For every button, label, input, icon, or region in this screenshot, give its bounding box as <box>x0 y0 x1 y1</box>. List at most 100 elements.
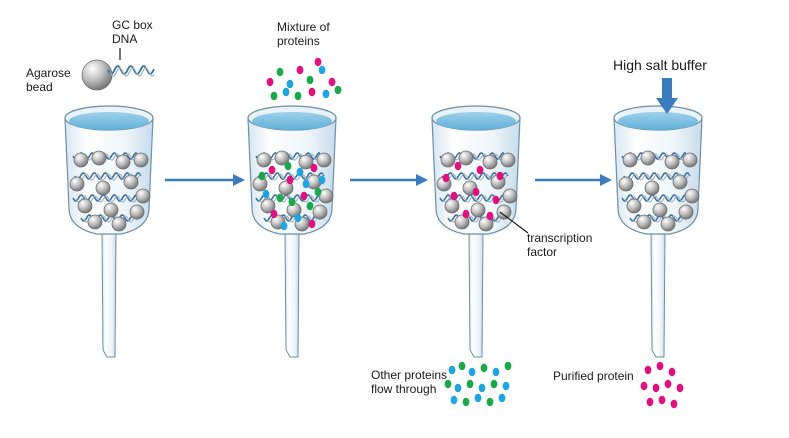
agarose-bead <box>123 174 139 190</box>
protein-dot <box>282 87 290 97</box>
agarose-bead <box>482 154 498 170</box>
agarose-bead <box>478 216 494 232</box>
high-salt-arrow-icon <box>656 78 678 114</box>
protein-dot <box>640 381 648 391</box>
agarose-bead <box>103 202 119 218</box>
protein-dot <box>318 175 326 185</box>
agarose-bead <box>636 214 652 230</box>
column-4 <box>613 105 703 358</box>
agarose-bead <box>298 154 314 170</box>
protein-dot <box>490 379 498 389</box>
protein-dot <box>276 193 284 203</box>
purified-protein-dots <box>640 361 684 409</box>
protein-dot <box>296 167 304 177</box>
agarose-bead <box>91 150 107 166</box>
agarose-bead <box>644 180 660 196</box>
agarose-bead <box>274 150 290 166</box>
agarose-bead <box>678 204 694 220</box>
gc-box-dna-icon <box>107 65 155 77</box>
column-1 <box>64 105 154 358</box>
protein-dot <box>478 383 486 393</box>
agarose-bead <box>69 176 85 192</box>
purified-protein-label: Purified protein <box>553 369 634 383</box>
protein-dot <box>276 67 284 77</box>
protein-dot <box>306 75 314 85</box>
process-arrow-head <box>600 174 612 186</box>
protein-dot <box>306 201 314 211</box>
protein-dot <box>496 171 504 181</box>
protein-dot <box>318 65 326 75</box>
agarose-bead <box>622 152 638 168</box>
buffer-liquid <box>69 112 149 130</box>
column-stem <box>101 231 117 358</box>
protein-dot <box>670 399 678 409</box>
protein-dot <box>498 393 506 403</box>
column-stem <box>650 231 666 358</box>
buffer-liquid <box>618 112 698 130</box>
column-stem <box>468 231 484 358</box>
protein-dot <box>450 395 458 405</box>
agarose-bead <box>640 150 656 166</box>
protein-dot <box>644 365 652 375</box>
protein-dot <box>280 221 288 231</box>
transcription-factor-pointer <box>499 211 529 234</box>
agarose-bead <box>684 188 700 204</box>
process-arrow-head <box>233 174 245 186</box>
protein-dot <box>294 91 302 101</box>
protein-dot <box>322 89 330 99</box>
agarose-bead <box>682 152 698 168</box>
dna-strand <box>629 214 687 222</box>
protein-dot <box>462 397 470 407</box>
process-arrows <box>165 174 612 186</box>
protein-dot <box>258 171 266 181</box>
dna-strand <box>77 173 142 181</box>
agarose-bead <box>81 59 113 91</box>
agarose-bead <box>626 198 642 214</box>
agarose-bead <box>444 198 460 214</box>
protein-dot <box>328 77 336 87</box>
column-2 <box>247 105 337 358</box>
agarose-bead <box>115 154 131 170</box>
agarose-bead <box>440 152 456 168</box>
protein-dot <box>656 361 664 371</box>
column-stem <box>284 231 300 358</box>
agarose-bead <box>618 176 634 192</box>
protein-dot <box>480 363 488 373</box>
dna-strand <box>626 173 691 181</box>
agarose-bead <box>73 152 89 168</box>
agarose-bead <box>500 152 516 168</box>
agarose-bead <box>316 152 332 168</box>
protein-dot <box>442 173 450 183</box>
protein-dot <box>504 361 512 371</box>
protein-dot <box>334 85 342 95</box>
protein-dot <box>294 213 302 223</box>
salt-arrow-shaft <box>662 78 672 100</box>
protein-dot <box>466 379 474 389</box>
process-arrow-head <box>416 174 428 186</box>
agarose-bead <box>502 188 518 204</box>
flow-through-protein-dots <box>444 361 512 407</box>
protein-dot <box>486 211 494 221</box>
dna-strand <box>447 214 505 222</box>
protein-dot <box>652 383 660 393</box>
agarose-bead <box>77 198 93 214</box>
agarose-bead <box>652 202 668 218</box>
protein-dot <box>448 365 456 375</box>
agarose-bead <box>129 204 145 220</box>
protein-dot <box>454 161 462 171</box>
agarose-bead <box>312 204 328 220</box>
protein-dot <box>668 367 676 377</box>
protein-dot <box>458 361 466 371</box>
protein-dot <box>266 77 274 87</box>
protein-dot <box>492 195 500 205</box>
salt-arrow-head <box>656 98 678 114</box>
protein-dot <box>302 179 310 189</box>
agarose-bead <box>256 152 272 168</box>
label-pointer-lines <box>119 48 529 234</box>
